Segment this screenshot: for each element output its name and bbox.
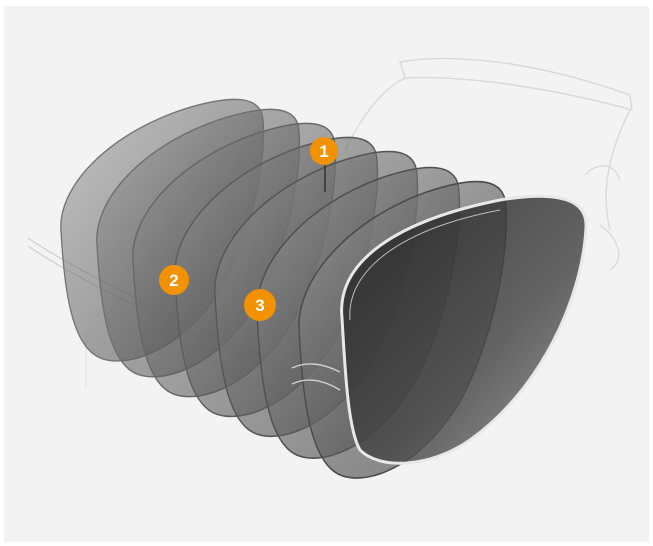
callout-3-badge: 3 [244, 289, 276, 321]
callout-3-label: 3 [255, 296, 264, 315]
callout-1-label: 1 [319, 142, 328, 161]
callout-1-badge: 1 [310, 137, 338, 165]
callout-2-label: 2 [169, 271, 178, 290]
callout-2-badge: 2 [159, 265, 189, 295]
